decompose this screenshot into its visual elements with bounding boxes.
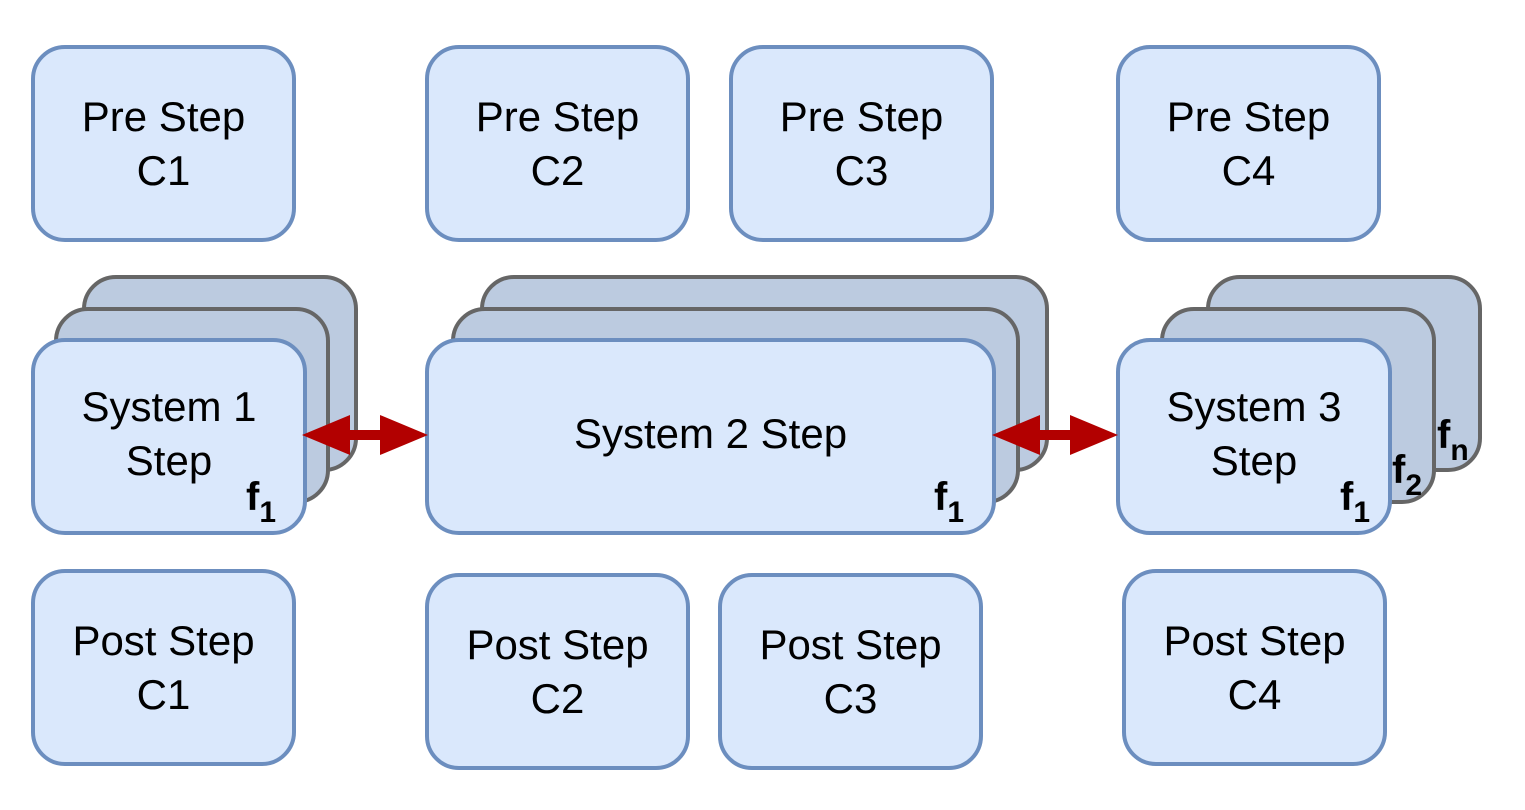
system1-step-line1: System 1 [81, 382, 257, 430]
system3-step-line1: System 3 [1166, 382, 1342, 430]
pre-step-c3-line1: Pre Step [779, 92, 944, 140]
pre-step-c2: Pre Step C2 [425, 45, 690, 242]
pre-step-c2-line1: Pre Step [475, 92, 640, 140]
double-arrow-system1-system2 [302, 415, 428, 455]
pre-step-c1-line2: C1 [136, 146, 191, 194]
system3-step: System 3 Step [1116, 338, 1392, 535]
pre-step-c4-line1: Pre Step [1166, 92, 1331, 140]
post-step-c4-line1: Post Step [1163, 616, 1346, 664]
system1-step-line2: Step [125, 436, 213, 484]
pre-step-c2-line2: C2 [530, 146, 585, 194]
post-step-c4: Post Step C4 [1122, 569, 1387, 766]
system3-fn-label: fn [1437, 413, 1469, 467]
system2-f-label: f1 [934, 475, 965, 529]
post-step-c1-line2: C1 [136, 670, 191, 718]
post-step-c3-line1: Post Step [759, 620, 942, 668]
pre-step-c1: Pre Step C1 [31, 45, 296, 242]
pre-step-c3: Pre Step C3 [729, 45, 994, 242]
post-step-c2-line2: C2 [530, 674, 585, 722]
system1-step: System 1 Step [31, 338, 307, 535]
system2-step: System 2 Step [425, 338, 996, 535]
post-step-c1-line1: Post Step [72, 616, 255, 664]
post-step-c4-line2: C4 [1227, 670, 1282, 718]
system1-f-label: f1 [246, 475, 277, 529]
double-arrow-system2-system3 [992, 415, 1118, 455]
pre-step-c1-line1: Pre Step [81, 92, 246, 140]
post-step-c3-line2: C3 [823, 674, 878, 722]
system3-step-line2: Step [1210, 436, 1298, 484]
system3-f2-label: f2 [1392, 448, 1423, 502]
system3-f1-label: f1 [1340, 475, 1371, 529]
post-step-c1: Post Step C1 [31, 569, 296, 766]
post-step-c2-line1: Post Step [466, 620, 649, 668]
pre-step-c4-line2: C4 [1221, 146, 1276, 194]
pre-step-c3-line2: C3 [834, 146, 889, 194]
system2-step-label: System 2 Step [573, 409, 848, 457]
pre-step-c4: Pre Step C4 [1116, 45, 1381, 242]
post-step-c3: Post Step C3 [718, 573, 983, 770]
post-step-c2: Post Step C2 [425, 573, 690, 770]
